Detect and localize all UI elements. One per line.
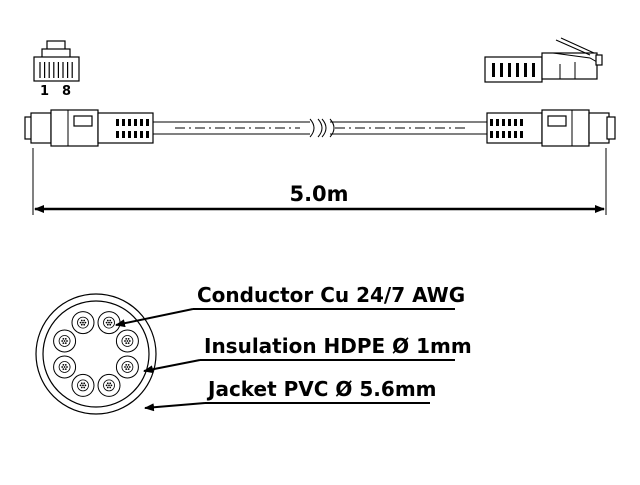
boot-rib <box>516 63 519 77</box>
boot-rib <box>532 63 535 77</box>
boot-rib <box>500 63 503 77</box>
cable-assembly <box>24 109 616 147</box>
boot-rib <box>514 131 517 138</box>
boot-rib <box>122 131 125 138</box>
pin-label-8: 8 <box>62 84 71 99</box>
boot-rib <box>146 119 149 126</box>
boot-rib <box>116 119 119 126</box>
conductor <box>115 329 139 353</box>
conductor <box>115 355 139 379</box>
boot-rib <box>490 131 493 138</box>
boot-rib <box>508 131 511 138</box>
boot-rib <box>128 131 131 138</box>
boot-rib <box>134 131 137 138</box>
pin-label-1: 1 <box>40 84 49 99</box>
callout-jacket: Jacket PVC Ø 5.6mm <box>144 377 437 412</box>
rj45-side-view <box>484 37 603 83</box>
boot-rib <box>520 119 523 126</box>
boot-rib <box>116 131 119 138</box>
boot-rib <box>508 63 511 77</box>
conductor <box>71 373 95 397</box>
rj45-front-view: 1 8 <box>33 40 80 99</box>
length-dimension: 5.0m <box>32 148 607 215</box>
callout-jacket-text: Jacket PVC Ø 5.6mm <box>206 377 437 401</box>
boot-rib <box>508 119 511 126</box>
conductor <box>97 311 121 335</box>
conductor <box>97 373 121 397</box>
conductor <box>71 311 95 335</box>
callout-insulation-text: Insulation HDPE Ø 1mm <box>204 334 472 358</box>
boot-rib <box>496 131 499 138</box>
callout-conductor-text: Conductor Cu 24/7 AWG <box>197 283 465 307</box>
boot-rib <box>140 119 143 126</box>
boot-rib <box>490 119 493 126</box>
boot-rib <box>524 63 527 77</box>
boot-rib <box>520 131 523 138</box>
conductor <box>53 329 77 353</box>
callout-insulation: Insulation HDPE Ø 1mm <box>143 334 472 374</box>
conductor <box>53 355 77 379</box>
boot-rib <box>134 119 137 126</box>
cable-cross-section <box>35 293 157 415</box>
boot-rib <box>146 131 149 138</box>
callout-conductor: Conductor Cu 24/7 AWG <box>115 283 465 328</box>
boot-rib <box>492 63 495 77</box>
length-label: 5.0m <box>289 182 348 206</box>
boot-rib <box>128 119 131 126</box>
boot-rib <box>502 119 505 126</box>
boot-rib <box>502 131 505 138</box>
boot-rib <box>140 131 143 138</box>
boot-rib <box>122 119 125 126</box>
boot-rib <box>496 119 499 126</box>
boot-rib <box>514 119 517 126</box>
